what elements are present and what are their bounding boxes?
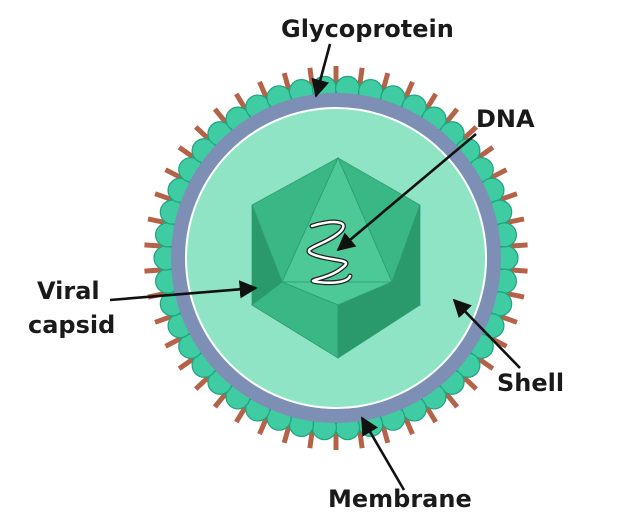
pointer-arrows (109, 43, 521, 491)
label-membrane: Membrane (328, 485, 472, 513)
label-viral-capsid-line2: capsid (28, 311, 116, 339)
arrow-dna (336, 133, 477, 252)
label-viral-capsid-line1: Viral (37, 277, 100, 305)
arrow-membrane (360, 416, 406, 491)
label-shell: Shell (497, 369, 565, 397)
label-glycoprotein: Glycoprotein (281, 15, 454, 43)
arrow-viral-capsid (109, 280, 258, 302)
label-dna: DNA (476, 105, 535, 133)
arrow-shell (452, 298, 521, 369)
capsid-face-lower-right (337, 281, 421, 359)
dna-strand (307, 220, 352, 284)
shell-ring (171, 93, 501, 423)
arrow-glycoprotein (311, 43, 332, 98)
